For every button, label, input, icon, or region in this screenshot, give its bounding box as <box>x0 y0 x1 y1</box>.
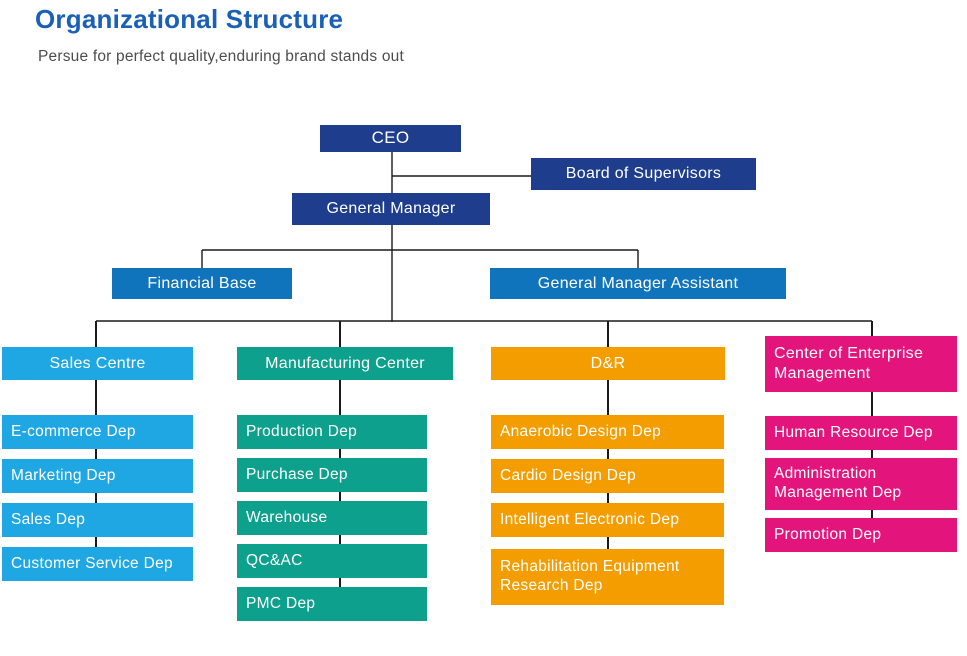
org-node-promotion-dep: Promotion Dep <box>765 518 957 552</box>
org-column-header-d-and-r: D&R <box>491 347 725 380</box>
org-node-general-manager: General Manager <box>292 193 490 225</box>
org-node-purchase-dep: Purchase Dep <box>237 458 427 492</box>
org-node-board-of-supervisors: Board of Supervisors <box>531 158 756 190</box>
org-node-customer-service-dep: Customer Service Dep <box>2 547 193 581</box>
page-title: Organizational Structure <box>35 4 344 34</box>
org-node-warehouse: Warehouse <box>237 501 427 535</box>
org-node-qc-ac: QC&AC <box>237 544 427 578</box>
org-node-pmc-dep: PMC Dep <box>237 587 427 621</box>
org-node-intelligent-electronic-dep: Intelligent Electronic Dep <box>491 503 724 537</box>
org-column-header-manufacturing-center: Manufacturing Center <box>237 347 453 380</box>
org-node-production-dep: Production Dep <box>237 415 427 449</box>
org-node-sales-dep: Sales Dep <box>2 503 193 537</box>
org-node-ecommerce-dep: E-commerce Dep <box>2 415 193 449</box>
org-node-financial-base: Financial Base <box>112 268 292 299</box>
page-subtitle: Persue for perfect quality,enduring bran… <box>38 48 404 65</box>
org-node-rehabilitation-equipment-research-dep: Rehabilitation Equipment Research Dep <box>491 549 724 605</box>
org-node-general-manager-assistant: General Manager Assistant <box>490 268 786 299</box>
org-column-header-sales-centre: Sales Centre <box>2 347 193 380</box>
org-node-marketing-dep: Marketing Dep <box>2 459 193 493</box>
org-column-header-center-of-enterprise-management: Center of Enterprise Management <box>765 336 957 392</box>
org-node-anaerobic-design-dep: Anaerobic Design Dep <box>491 415 724 449</box>
org-node-human-resource-dep: Human Resource Dep <box>765 416 957 450</box>
org-node-cardio-design-dep: Cardio Design Dep <box>491 459 724 493</box>
org-node-ceo: CEO <box>320 125 461 152</box>
org-node-administration-management-dep: Administration Management Dep <box>765 458 957 510</box>
